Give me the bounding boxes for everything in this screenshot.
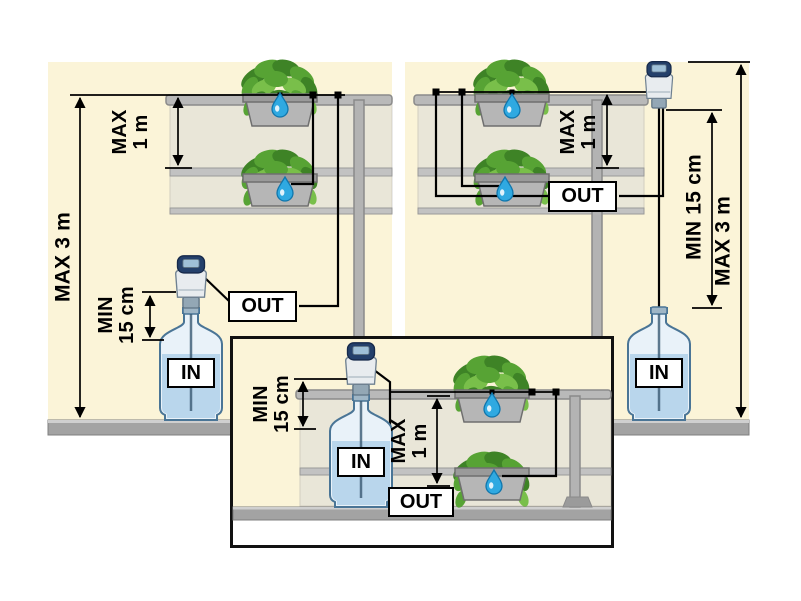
label-min-distance-inset-line2: 15 cm <box>271 375 293 433</box>
out-label-left: OUT <box>228 291 297 322</box>
label-max-spacing-inset: MAX 1 m <box>388 418 431 464</box>
tube-connectors-right <box>432 88 515 96</box>
measurements-left <box>74 96 192 419</box>
measurements-inset <box>294 378 450 487</box>
label-max-spacing-inset-line1: MAX <box>388 418 410 464</box>
label-min-distance-inset: MIN 15 cm <box>250 375 293 433</box>
measurements-right <box>596 61 750 419</box>
label-max-height-right: MAX 3 m <box>711 195 735 287</box>
label-max-spacing-left-line2: 1 m <box>130 114 152 150</box>
label-max-height-left: MAX 3 m <box>51 211 75 303</box>
label-max-spacing-inset-line2: 1 m <box>409 423 431 459</box>
label-min-distance-inset-line1: MIN <box>250 385 272 423</box>
tube-connectors-inset <box>489 388 560 396</box>
label-min-distance-left: MIN 15 cm <box>95 286 138 344</box>
label-max-spacing-left-line1: MAX <box>109 109 131 155</box>
label-max-spacing-right-line1: MAX <box>557 109 579 155</box>
in-label-inset: IN <box>337 447 385 477</box>
out-label-right: OUT <box>548 181 617 212</box>
label-min-distance-right: MIN 15 cm <box>682 154 706 260</box>
scene-left <box>47 56 393 436</box>
scene-inset <box>230 336 614 548</box>
label-max-spacing-left: MAX 1 m <box>109 109 152 155</box>
label-min-distance-left-line1: MIN <box>95 296 117 334</box>
out-label-inset: OUT <box>388 487 454 517</box>
in-label-right: IN <box>635 358 683 388</box>
label-max-spacing-right-line2: 1 m <box>578 114 600 150</box>
scene-right <box>404 56 750 436</box>
irrigation-tubing-left <box>70 94 345 308</box>
label-max-spacing-right: MAX 1 m <box>557 109 600 155</box>
in-label-left: IN <box>167 358 215 388</box>
label-min-distance-left-line2: 15 cm <box>116 286 138 344</box>
